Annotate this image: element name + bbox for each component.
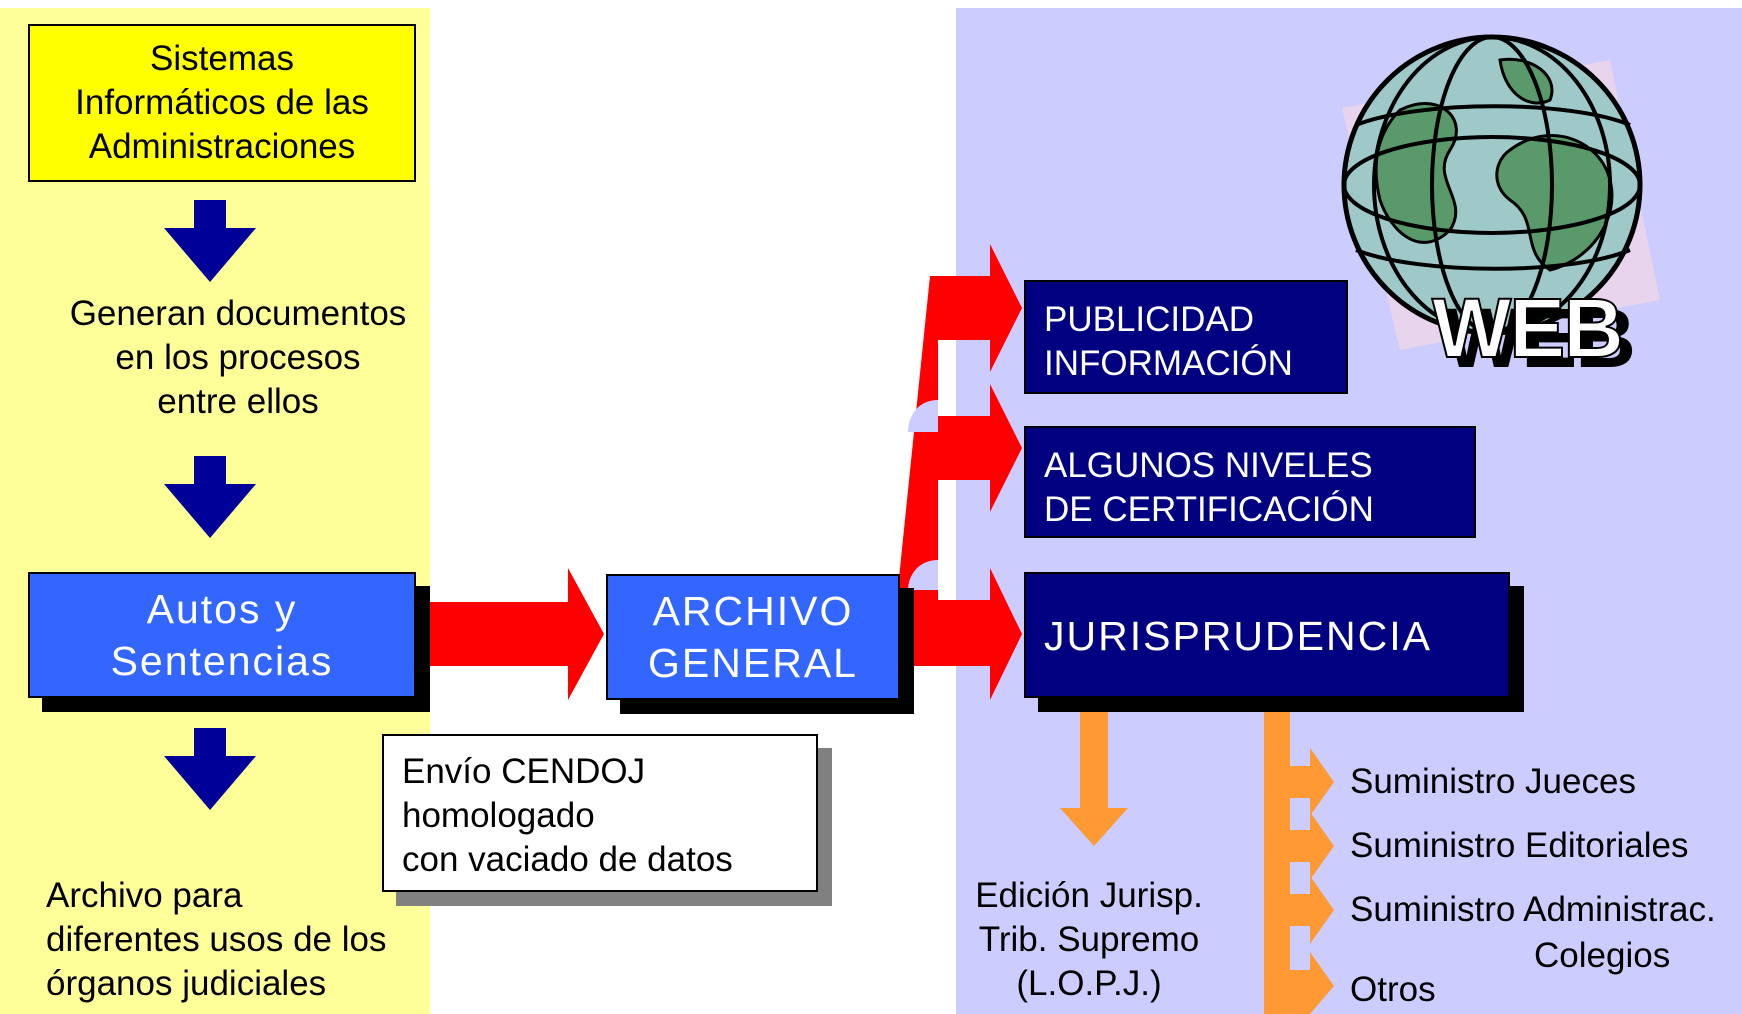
sistemas-box: Sistemas Informáticos de las Administrac… [28,24,416,182]
suministro-editoriales: Suministro Editoriales [1350,826,1689,865]
edicion-text: Edición Jurisp. Trib. Supremo (L.O.P.J.) [975,876,1203,1003]
right-arrow-icon [412,568,604,700]
down-arrow-icon [164,728,256,810]
web-shadow-text: WEB [1444,291,1636,385]
archivo-para-text: Archivo para diferentes usos de los órga… [46,876,387,1003]
autos-box: Autos y Sentencias [28,572,416,698]
jurisprudencia-box: JURISPRUDENCIA [1024,572,1510,698]
down-arrow-icon [164,200,256,282]
generan-text: Generan documentos en los procesos entre… [69,294,407,421]
colegios-text: Colegios [1534,936,1671,975]
suministro-administrac: Suministro Administrac. [1350,890,1716,929]
orange-branch-arrows-icon [1264,698,1334,1014]
orange-down-arrow-icon [1060,698,1128,846]
otros-text: Otros [1350,970,1436,1009]
down-arrow-icon [164,456,256,538]
globe-icon [1341,34,1660,350]
web-label: WEB [1431,280,1625,376]
publicidad-box: PUBLICIDAD INFORMACIÓN [1024,280,1348,394]
envio-box: Envío CENDOJ homologado con vaciado de d… [382,734,818,892]
archivo-general-box: ARCHIVO GENERAL [606,574,900,700]
suministro-jueces: Suministro Jueces [1350,762,1636,801]
niveles-box: ALGUNOS NIVELES DE CERTIFICACIÓN [1024,426,1476,538]
